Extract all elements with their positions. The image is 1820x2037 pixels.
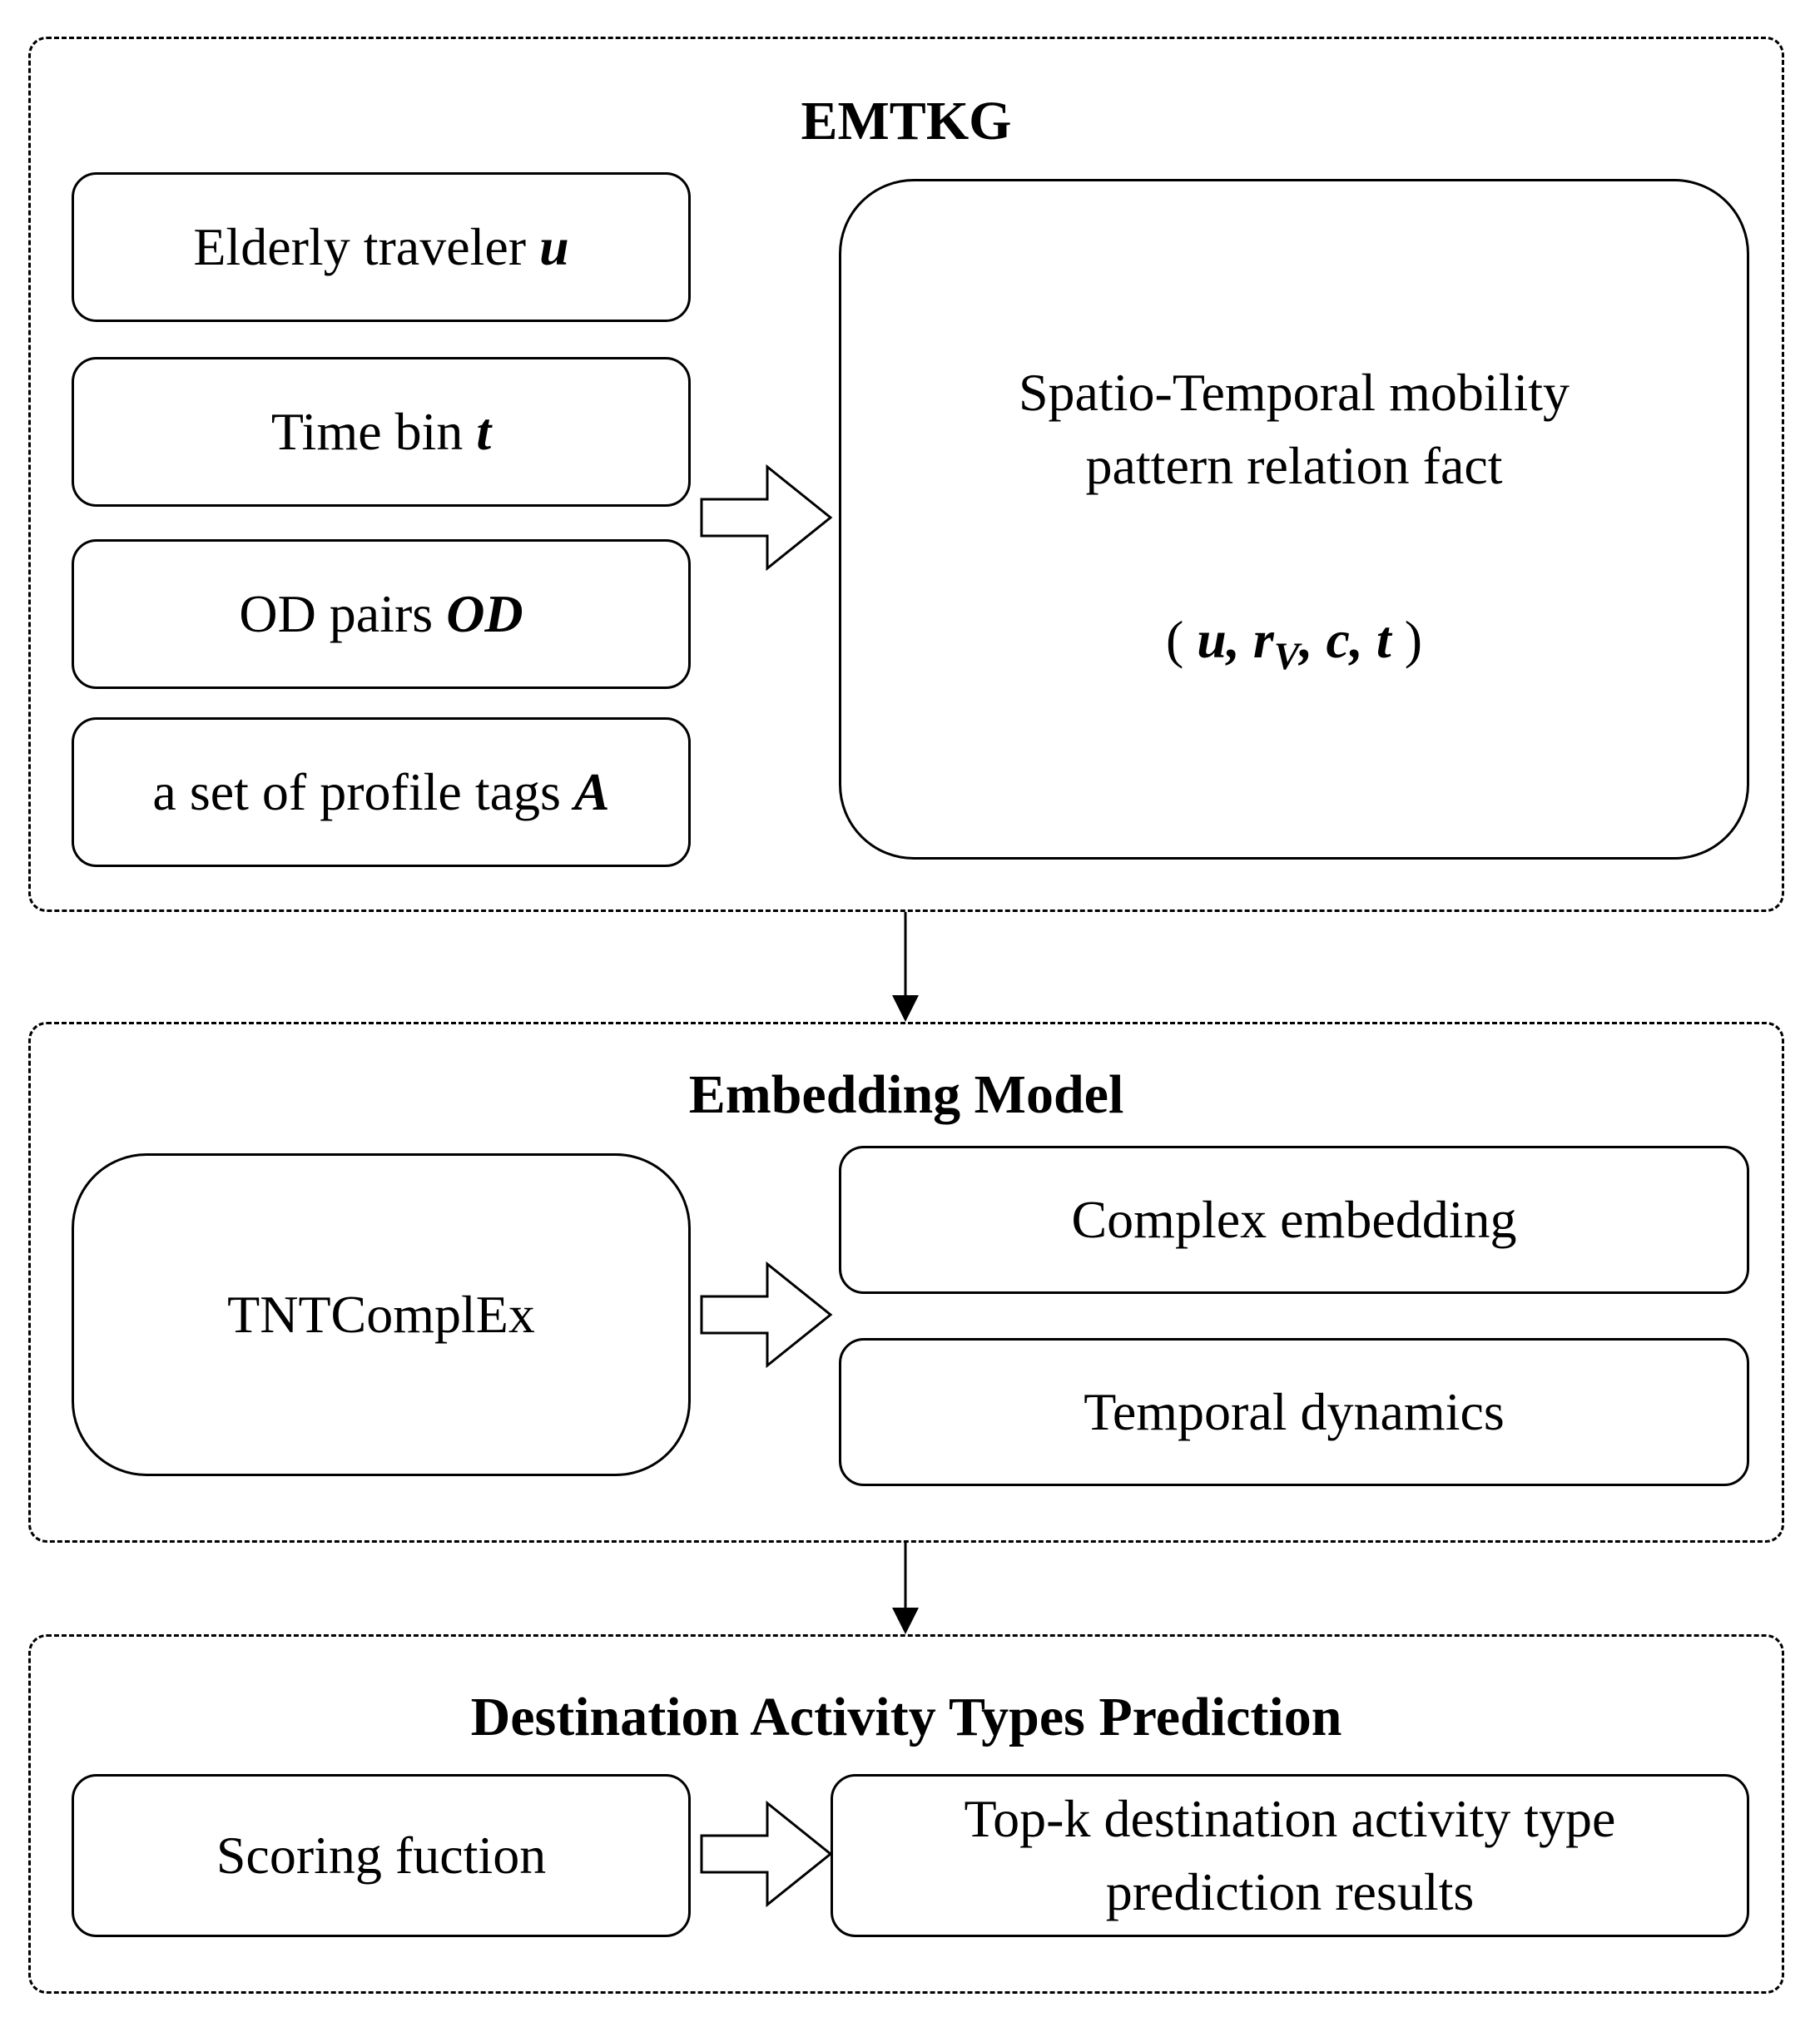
relation-fact-line1: Spatio-Temporal mobility	[1018, 362, 1570, 422]
temporal-dynamics-label: Temporal dynamics	[1084, 1381, 1505, 1441]
emtkg-title: EMTKG	[801, 91, 1012, 151]
down-arrow-icon	[892, 1543, 919, 1634]
scoring-function-box: Scoring fuction	[72, 1774, 691, 1937]
input-od-pairs: OD pairs OD	[72, 539, 691, 689]
input-time-bin: Time bin t	[72, 357, 691, 507]
block-arrow-icon	[700, 1261, 833, 1368]
scoring-function-label: Scoring fuction	[216, 1825, 547, 1885]
block-arrow-icon	[700, 464, 833, 571]
prediction-results-line1: Top-k destination activity type	[964, 1788, 1616, 1848]
emtkg-section: EMTKG	[28, 37, 1784, 912]
prediction-title: Destination Activity Types Prediction	[470, 1687, 1342, 1747]
complex-embedding-label: Complex embedding	[1071, 1189, 1517, 1249]
model-label: TNTComplEx	[227, 1284, 535, 1344]
input-label: Time bin	[270, 401, 477, 461]
prediction-results-box: Top-k destination activity type predicti…	[831, 1774, 1749, 1937]
prediction-section: Destination Activity Types Prediction	[28, 1634, 1784, 1994]
relation-fact-line2: pattern relation fact	[1085, 436, 1503, 496]
input-label: OD pairs	[239, 583, 447, 643]
block-arrow-icon	[700, 1801, 833, 1907]
input-label: a set of profile tags	[152, 761, 574, 821]
embedding-section: Embedding Model	[28, 1022, 1784, 1543]
input-label: Elderly traveler	[193, 216, 540, 276]
embedding-title: Embedding Model	[688, 1064, 1124, 1125]
input-symbol: t	[476, 401, 492, 461]
input-elderly-traveler: Elderly traveler u	[72, 172, 691, 322]
model-box: TNTComplEx	[72, 1153, 691, 1476]
relation-fact-formula: ( u, rV, c, t )	[1165, 609, 1423, 677]
down-arrow-icon	[892, 912, 919, 1022]
relation-fact-box: Spatio-Temporal mobility pattern relatio…	[839, 179, 1749, 860]
prediction-results-line2: prediction results	[1105, 1862, 1475, 1921]
input-symbol: A	[573, 761, 610, 821]
input-profile-tags: a set of profile tags A	[72, 717, 691, 867]
input-symbol: OD	[446, 583, 523, 643]
complex-embedding-box: Complex embedding	[839, 1146, 1749, 1294]
temporal-dynamics-box: Temporal dynamics	[839, 1338, 1749, 1486]
input-symbol: u	[539, 216, 569, 276]
